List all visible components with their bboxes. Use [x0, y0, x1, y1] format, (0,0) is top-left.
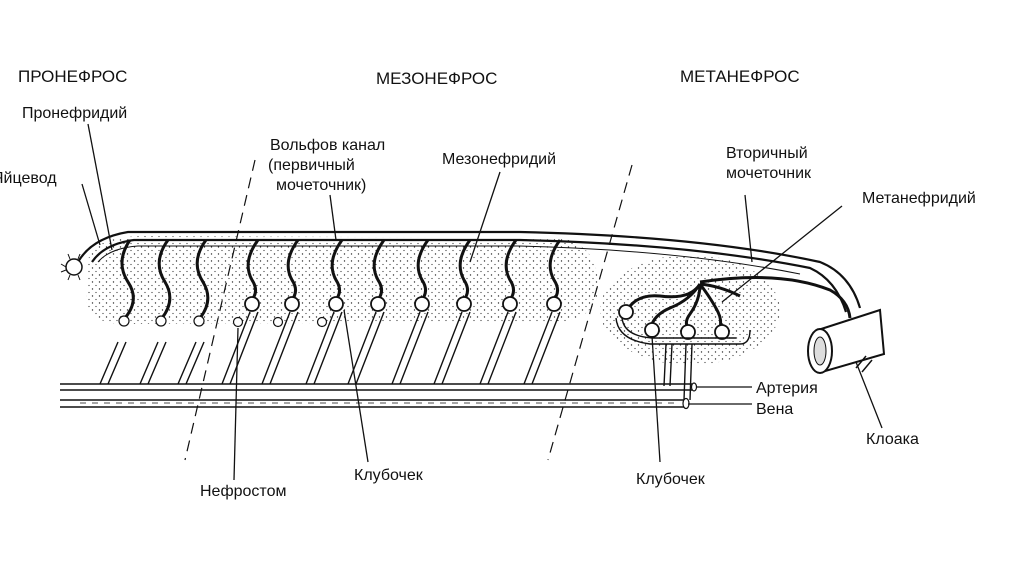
metanephridium-label: Метанефридий: [862, 190, 976, 207]
pronephridium-label: Пронефридий: [22, 105, 127, 122]
segmental-vessels: [99, 311, 561, 385]
leader-pronephridium: [87, 123, 113, 251]
mesonephric-nephrostomes: [232, 316, 328, 328]
oviduct-funnel: [60, 253, 83, 281]
secondary-ureter: [699, 276, 852, 319]
metanephros-title: МЕТАНЕФРОС: [680, 67, 800, 86]
mesonephros-title: МЕЗОНЕФРОС: [376, 69, 497, 88]
oviduct-label: Яйцевод: [0, 170, 57, 187]
leader-metanephridium: [721, 205, 843, 303]
divider-mesonephros-metanephros: [547, 164, 633, 461]
leader-lines: [81, 123, 883, 481]
vein-label: Вена: [756, 401, 793, 418]
divider-pronephros-mesonephros: [184, 159, 256, 461]
secondary-ureter-label-line1: Вторичный: [726, 145, 808, 162]
artery-label: Артерия: [756, 380, 818, 397]
leader-mesonephridium: [469, 171, 501, 263]
wolffian-duct-inner: [97, 245, 801, 275]
wolffian-duct-label-line2: (первичный: [268, 157, 355, 174]
wolffian-duct: [91, 238, 848, 313]
cloaca-label: Клоака: [866, 431, 919, 448]
wolffian-duct-label-line1: Вольфов канал: [270, 137, 385, 154]
mesonephric-capsules: [244, 296, 562, 312]
leader-glomerulus-meso: [343, 309, 369, 463]
leader-cloaca: [855, 361, 883, 429]
oviduct-duct: [77, 230, 862, 309]
leader-wolffian-duct: [329, 194, 337, 241]
leader-nephrostome: [233, 327, 239, 481]
leader-glomerulus-meta: [651, 335, 661, 463]
vein: [60, 397, 690, 410]
metanephric-capsules: [618, 304, 730, 340]
cloaca: [807, 308, 886, 374]
secondary-ureter-label-line2: мочеточник: [726, 165, 812, 182]
pronephric-tubules: [120, 239, 210, 319]
pronephros-title: ПРОНЕФРОС: [18, 67, 127, 86]
artery: [60, 382, 698, 392]
mesonephridium-label: Мезонефридий: [442, 151, 556, 168]
leader-oviduct: [81, 183, 101, 246]
wolffian-duct-label-line3: мочеточник): [276, 177, 366, 194]
glomerulus-meso-label: Клубочек: [354, 467, 424, 484]
mesonephric-tubules: [246, 239, 562, 304]
glomerulus-meta-label: Клубочек: [636, 471, 706, 488]
leader-secondary-ureter: [744, 194, 753, 263]
pronephric-nephrostomes: [118, 315, 205, 327]
nephrostome-label: Нефростом: [200, 483, 286, 500]
